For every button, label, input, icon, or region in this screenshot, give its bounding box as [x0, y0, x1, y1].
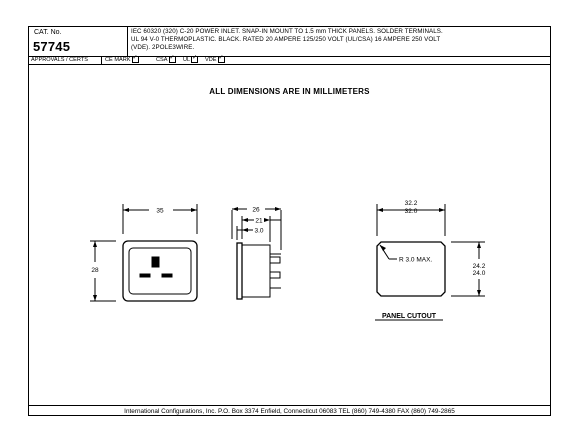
description-line: (VDE). 2POLE3WIRE. [131, 44, 195, 51]
approval-ul: UL [183, 54, 199, 64]
approvals-row: APPROVALS / CERTS CE MARK CSA UL VDE [29, 54, 550, 65]
approval-csa-label: CSA [156, 57, 168, 63]
company-footer: International Configurations, Inc. P.O. … [29, 405, 550, 417]
catalog-number: 57745 [33, 39, 71, 54]
product-description: IEC 60320 (320) C-20 POWER INLET. SNAP-I… [131, 28, 546, 52]
catalog-cell: CAT. No. 57745 [29, 27, 128, 56]
approval-vde-label: VDE [205, 57, 217, 63]
panel-cutout [376, 204, 485, 297]
dim-front-height: 28 [91, 267, 99, 274]
dim-front-width: 35 [156, 208, 164, 215]
approval-ce: CE MARK [105, 54, 139, 64]
cutout-caption: PANEL CUTOUT [382, 313, 437, 320]
dim-side-inner: 21 [255, 218, 263, 225]
dim-cutout-width-min: 32.0 [405, 208, 418, 215]
approvals-label: APPROVALS / CERTS [31, 56, 102, 64]
dim-cutout-height-min: 24.0 [473, 270, 486, 277]
dim-side-width: 26 [252, 207, 260, 214]
corner-radius-note: R 3.0 MAX. [399, 257, 432, 264]
approval-vde: VDE [205, 54, 225, 64]
checkbox-icon [217, 54, 225, 63]
checkbox-icon [168, 54, 176, 63]
approval-csa: CSA [156, 54, 176, 64]
catalog-label: CAT. No. [34, 29, 62, 36]
dim-cutout-height-max: 24.2 [473, 263, 486, 270]
front-view [90, 204, 198, 302]
description-line: IEC 60320 (320) C-20 POWER INLET. SNAP-I… [131, 28, 443, 35]
dim-cutout-width-max: 32.2 [405, 200, 418, 207]
description-line: UL 94 V-0 THERMOPLASTIC. BLACK. RATED 20… [131, 36, 441, 43]
approval-ul-label: UL [183, 57, 191, 63]
dim-flange: 3.0 [254, 228, 263, 235]
approval-ce-label: CE MARK [105, 57, 131, 63]
drawing-sheet: CAT. No. 57745 IEC 60320 (320) C-20 POWE… [28, 26, 551, 416]
checkbox-icon [131, 54, 139, 63]
technical-drawing: 35 28 26 21 3.0 32.2 32.0 24.2 24.0 R 3.… [90, 200, 486, 321]
dimensions-note: ALL DIMENSIONS ARE IN MILLIMETERS [209, 87, 370, 96]
checkbox-icon [191, 54, 199, 63]
title-block: CAT. No. 57745 IEC 60320 (320) C-20 POWE… [29, 27, 550, 57]
